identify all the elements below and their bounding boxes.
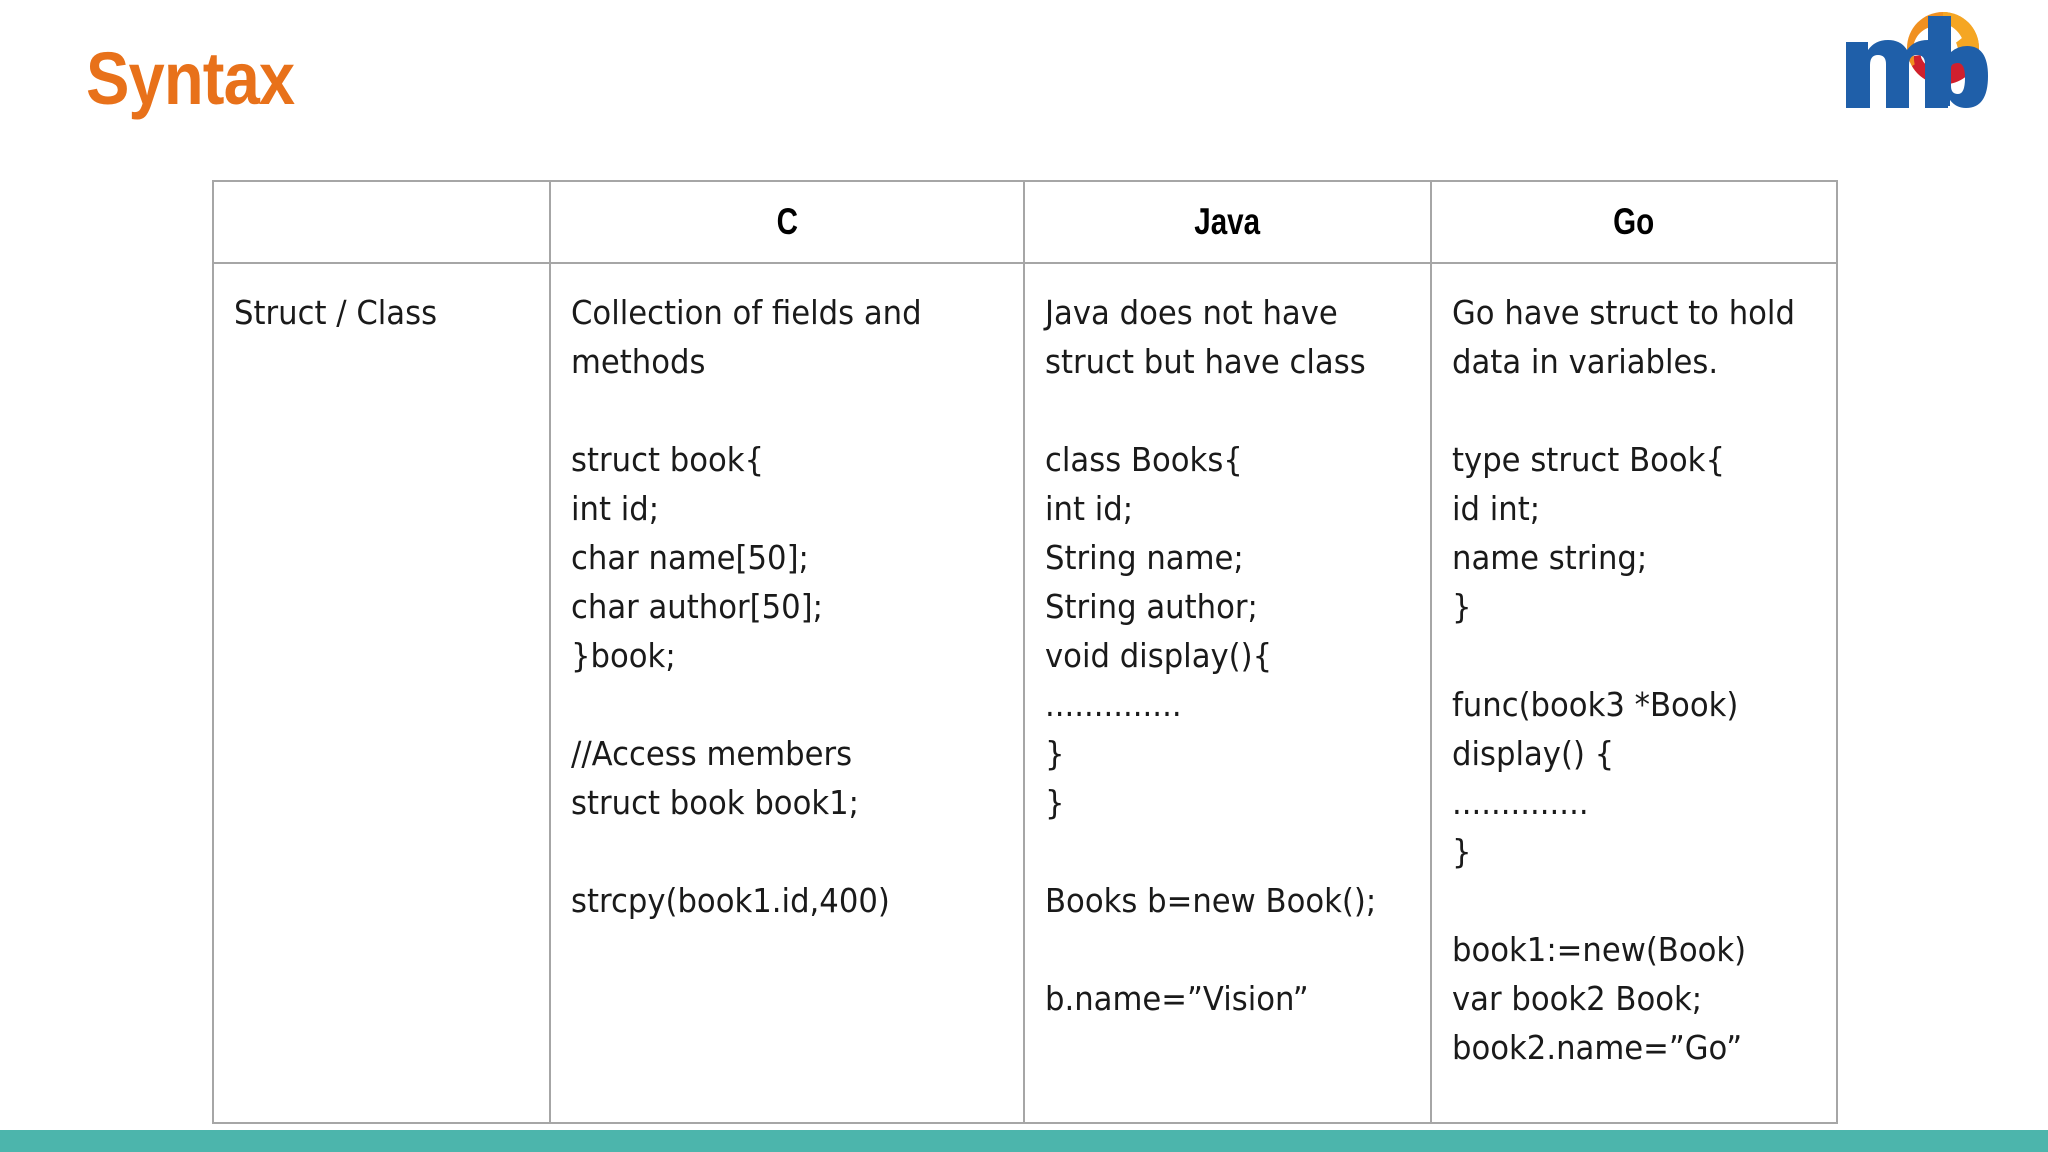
- column-header-c: C: [549, 180, 1025, 264]
- row-label-cell: Struct / Class: [212, 262, 551, 1124]
- column-header-go-label: Go: [1613, 201, 1655, 242]
- cell-go-code: Go have struct to hold data in variables…: [1452, 293, 1795, 1067]
- column-header-go: Go: [1430, 180, 1838, 264]
- cell-java: Java does not have struct but have class…: [1023, 262, 1432, 1124]
- table-row: Struct / Class Collection of fields and …: [212, 262, 1838, 1124]
- column-header-c-label: C: [776, 201, 798, 242]
- syntax-comparison-table: C Java Go Struct / Class Collection of f…: [212, 180, 1838, 1124]
- column-header-java: Java: [1023, 180, 1432, 264]
- cell-c: Collection of fields and methods struct …: [549, 262, 1025, 1124]
- column-header-blank: [212, 180, 551, 264]
- page-title: Syntax: [86, 37, 295, 120]
- cell-go: Go have struct to hold data in variables…: [1430, 262, 1838, 1124]
- column-header-java-label: Java: [1194, 201, 1261, 242]
- cell-java-code: Java does not have struct but have class…: [1045, 293, 1377, 1018]
- cell-c-code: Collection of fields and methods struct …: [571, 293, 922, 920]
- row-label-struct-class: Struct / Class: [234, 293, 438, 332]
- table-header-row: C Java Go: [212, 180, 1838, 264]
- mb-logo-icon: [1846, 12, 1988, 108]
- accent-bar-gap: [0, 1127, 2048, 1130]
- mb-logo: [1840, 8, 1990, 126]
- bottom-accent-bar: [0, 1130, 2048, 1152]
